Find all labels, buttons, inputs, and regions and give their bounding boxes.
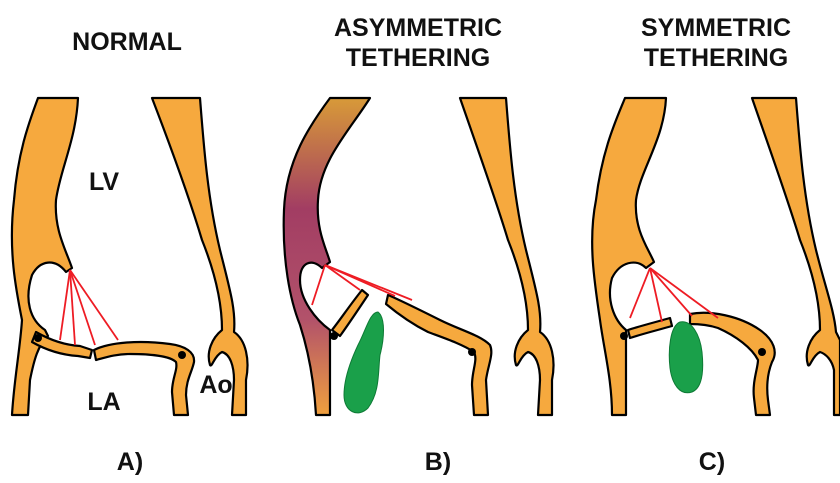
panel-normal: NORMAL LV LA Ao A): [12, 28, 248, 476]
annulus-hinge-point: [178, 351, 186, 359]
annulus-hinge-point: [330, 332, 338, 340]
lv-posterior-wall: [12, 98, 78, 415]
anterior-leaflet: [628, 318, 672, 338]
posterior-leaflet: [386, 295, 491, 415]
panel-b-title-line2: TETHERING: [346, 44, 490, 72]
panel-c-title-line2: TETHERING: [644, 44, 788, 72]
panel-c-letter: C): [699, 448, 725, 476]
la-label: LA: [87, 388, 120, 416]
regurgitant-jet-eccentric: [344, 312, 384, 413]
panel-b-title-line1: ASYMMETRIC: [334, 14, 502, 42]
panel-a-title: NORMAL: [72, 28, 182, 56]
panel-a-letter: A): [117, 448, 143, 476]
aortic-wall: [152, 98, 248, 415]
annulus-hinge-point: [34, 334, 42, 342]
annulus-hinge-point: [620, 332, 628, 340]
panel-asymmetric-tethering: ASYMMETRIC TETHERING B): [284, 14, 554, 476]
lv-label: LV: [89, 168, 119, 196]
panel-b-letter: B): [425, 448, 451, 476]
annulus-hinge-point: [758, 348, 766, 356]
panel-c-title-line1: SYMMETRIC: [641, 14, 791, 42]
anterior-leaflet: [332, 290, 368, 336]
regurgitant-jet-central: [669, 322, 702, 393]
annulus-hinge-point: [468, 348, 476, 356]
lv-posterior-wall: [592, 98, 666, 415]
chordae-tendineae: [60, 270, 118, 345]
ao-label: Ao: [199, 371, 232, 399]
panel-symmetric-tethering: SYMMETRIC TETHERING C): [592, 14, 840, 476]
